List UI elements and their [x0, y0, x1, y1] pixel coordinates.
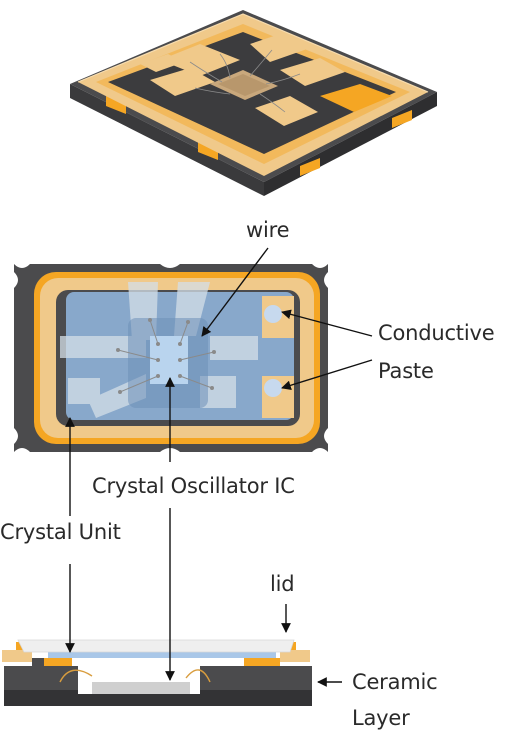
lid-section [17, 639, 295, 653]
conductive-paste-top [264, 305, 282, 323]
wire-arrow [201, 247, 269, 337]
crystal-unit-section [48, 652, 276, 658]
paste-arrow-top [281, 309, 373, 337]
label-layer: Layer [352, 706, 410, 730]
isometric-package [70, 10, 437, 196]
cross-section [2, 639, 312, 706]
label-lid: lid [270, 572, 295, 596]
label-ceramic: Ceramic [352, 670, 438, 694]
label-conductive: Conductive [378, 321, 495, 345]
paste-arrow-bottom [281, 359, 373, 391]
label-crystal-unit: Crystal Unit [0, 520, 121, 544]
top-view-package [14, 264, 328, 452]
label-crystal-oscillator-ic: Crystal Oscillator IC [92, 474, 295, 498]
callout-arrows [65, 247, 373, 687]
label-paste: Paste [378, 359, 434, 383]
crystal-oscillator-ic-section [92, 682, 190, 694]
conductive-paste-bottom [264, 379, 282, 397]
label-wire: wire [246, 218, 290, 242]
